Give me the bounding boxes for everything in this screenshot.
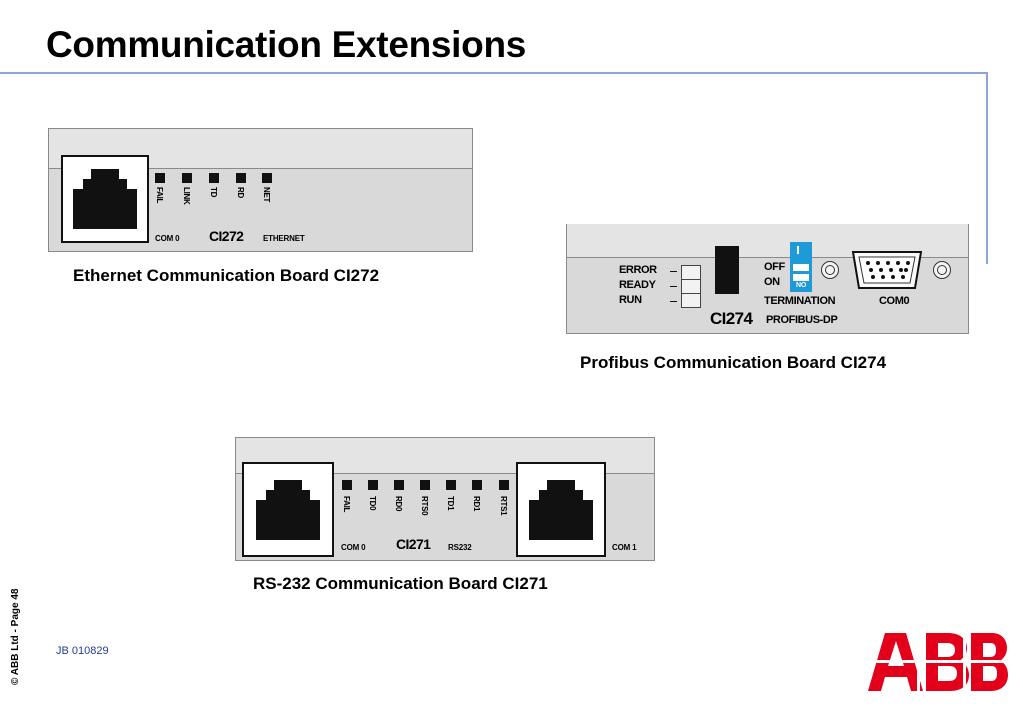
port-label: COM 0 bbox=[341, 543, 366, 552]
status-label: READY bbox=[619, 279, 656, 291]
termination-label: TERMINATION bbox=[764, 295, 836, 307]
led-label: NET bbox=[262, 187, 271, 203]
type-label: PROFIBUS-DP bbox=[766, 314, 838, 326]
abb-logo bbox=[868, 633, 1008, 691]
profibus-caption: Profibus Communication Board CI274 bbox=[580, 353, 887, 372]
led-label: TD bbox=[209, 187, 218, 198]
led-label: RD bbox=[236, 187, 245, 198]
type-label: RS232 bbox=[448, 543, 472, 552]
led-net bbox=[262, 173, 272, 183]
right-divider bbox=[986, 72, 988, 264]
rj45-port-icon bbox=[242, 462, 334, 557]
led-td1 bbox=[446, 480, 456, 490]
led-rd bbox=[236, 173, 246, 183]
led-fail bbox=[155, 173, 165, 183]
d-sub-connector-icon bbox=[849, 248, 925, 292]
model-label: CI274 bbox=[710, 309, 753, 328]
model-label: CI272 bbox=[209, 228, 244, 244]
led-rts1 bbox=[499, 480, 509, 490]
rj45-port-icon bbox=[61, 155, 149, 243]
led-td bbox=[209, 173, 219, 183]
screw-icon bbox=[933, 261, 951, 279]
led-rd0 bbox=[394, 480, 404, 490]
header-divider bbox=[0, 72, 988, 74]
led-label: FAIL bbox=[155, 187, 164, 204]
led-rd1 bbox=[472, 480, 482, 490]
ethernet-board-image: FAIL LINK TD RD NET COM 0 CI272 ETHERNET bbox=[48, 128, 473, 252]
status-led-box bbox=[681, 265, 701, 308]
led-label: RTS1 bbox=[499, 496, 508, 516]
led-rts0 bbox=[420, 480, 430, 490]
switch-off-label: OFF bbox=[764, 261, 785, 273]
led-label: RD1 bbox=[472, 496, 481, 512]
led-td0 bbox=[368, 480, 378, 490]
rs232-board-image: FAIL TD0 RD0 RTS0 TD1 RD1 RTS1 COM 0 CI2… bbox=[235, 437, 655, 561]
switch-on-label: ON bbox=[764, 276, 780, 288]
dip-switch: NO bbox=[790, 242, 812, 292]
led-fail bbox=[342, 480, 352, 490]
ethernet-caption: Ethernet Communication Board CI272 bbox=[73, 266, 380, 285]
led-label: RD0 bbox=[394, 496, 403, 512]
page-title: Communication Extensions bbox=[46, 24, 527, 65]
port-label: COM 1 bbox=[612, 543, 637, 552]
profibus-board-image: ERROR READY RUN NO OFF ON TERMINATI bbox=[566, 224, 969, 334]
screw-icon bbox=[821, 261, 839, 279]
rs232-caption: RS-232 Communication Board CI271 bbox=[253, 574, 548, 593]
copyright-text: © ABB Ltd - Page 48 bbox=[10, 588, 21, 685]
port-label: COM 0 bbox=[155, 234, 180, 243]
led-label: FAIL bbox=[342, 496, 351, 513]
led-link bbox=[182, 173, 192, 183]
selector-block bbox=[715, 246, 739, 294]
type-label: ETHERNET bbox=[263, 234, 305, 243]
led-label: TD0 bbox=[368, 496, 377, 511]
led-label: TD1 bbox=[446, 496, 455, 511]
led-label: LINK bbox=[182, 187, 191, 205]
document-code: JB 010829 bbox=[56, 645, 109, 657]
dip-text: NO bbox=[796, 282, 807, 289]
model-label: CI271 bbox=[396, 536, 431, 552]
led-label: RTS0 bbox=[420, 496, 429, 516]
port-label: COM0 bbox=[879, 295, 910, 307]
rj45-port-icon bbox=[516, 462, 606, 557]
status-label: ERROR bbox=[619, 264, 657, 276]
status-label: RUN bbox=[619, 294, 642, 306]
